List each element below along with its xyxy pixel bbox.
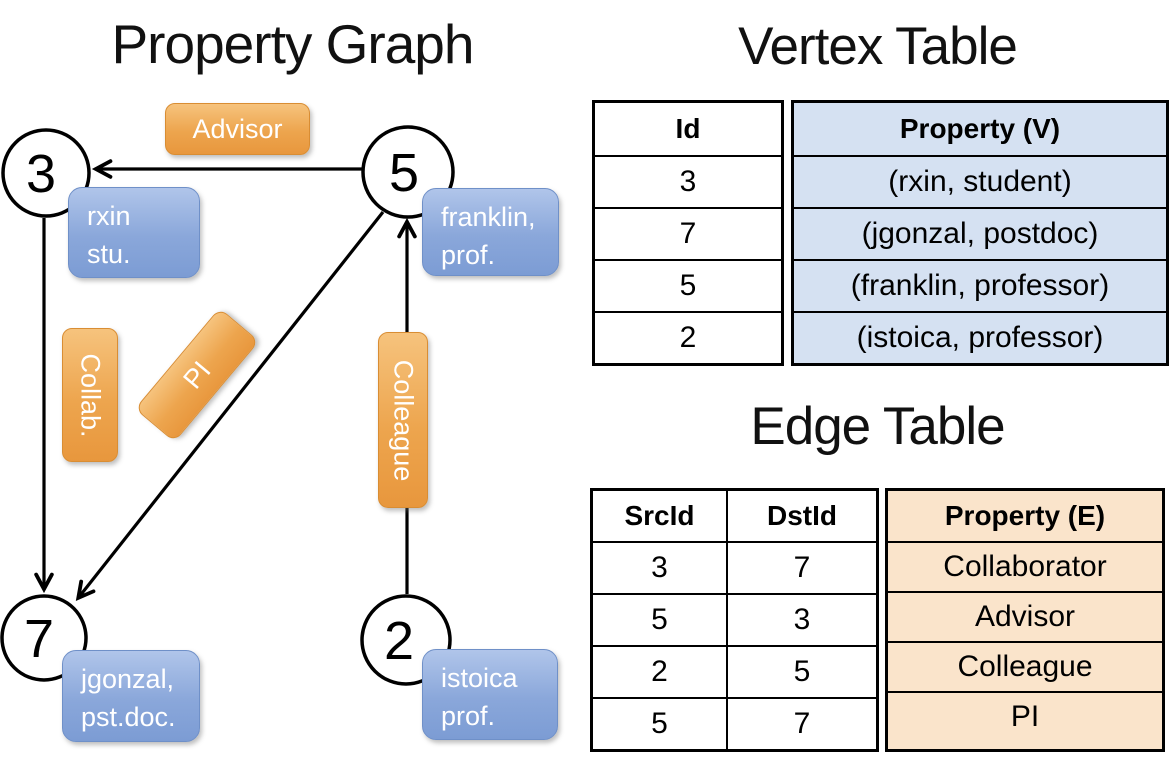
edge-table: SrcId DstId 3 7 5 3 2 5 5 7 Property (E)… [590,488,1165,752]
vertex-table-id-cell: 7 [595,207,781,259]
vertex-prop-2-line1: istoica [441,663,518,693]
node-7-id: 7 [24,609,54,669]
vertex-prop-3-line2: stu. [87,239,131,269]
edge-table-dst-cell: 7 [726,543,876,593]
vertex-table-id-cell: 2 [595,311,781,363]
edge-label-colleague-text: Colleague [388,359,419,481]
edge-table-id-columns: SrcId DstId 3 7 5 3 2 5 5 7 [590,488,879,752]
vertex-prop-7-line2: pst.doc. [81,702,176,732]
edge-table-src-cell: 3 [651,551,668,584]
edge-table-title: Edge Table [750,397,1005,456]
edge-table-src-cell: 5 [651,707,668,740]
edge-table-src-cell: 2 [651,655,668,688]
vertex-prop-5-line1: franklin, [441,202,536,232]
edge-table-header-srcid: SrcId [624,500,695,531]
vertex-table-id-column: Id 3 7 5 2 [592,100,784,366]
edge-table-row: 2 5 [593,645,876,697]
vertex-prop-3-line1: rxin [87,201,131,231]
vertex-prop-7-line1: jgonzal, [81,664,175,694]
edge-table-header-row: SrcId DstId [593,491,876,541]
node-2-id: 2 [384,611,414,671]
edge-label-colleague: Colleague [378,332,428,508]
vertex-prop-2-line2: prof. [441,701,496,731]
edge-table-property-cell: Colleague [888,641,1162,691]
vertex-prop-box-2: istoica prof. [422,649,558,740]
edge-table-row: 5 7 [593,697,876,749]
node-3-id: 3 [26,144,56,204]
edge-label-collab-text: Collab. [75,352,106,438]
edge-label-advisor: Advisor [165,103,310,155]
vertex-table-property-cell: (jgonzal, postdoc) [794,207,1166,259]
vertex-table-property-cell: (istoica, professor) [794,311,1166,363]
edge-table-row: 3 7 [593,541,876,593]
vertex-prop-box-7: jgonzal, pst.doc. [62,650,200,742]
edge-table-dst-cell: 3 [726,595,876,645]
vertex-table-header-id: Id [675,113,701,144]
edge-table-property-cell: PI [888,691,1162,741]
vertex-table: Id 3 7 5 2 Property (V) (rxin, student) … [592,100,1169,366]
edge-table-row: 5 3 [593,593,876,645]
vertex-table-property-cell: (franklin, professor) [794,259,1166,311]
vertex-table-title: Vertex Table [738,17,1018,76]
vertex-prop-box-5: franklin, prof. [422,188,559,276]
edge-table-dst-cell: 5 [726,647,876,697]
edge-table-header-dstid: DstId [726,491,876,541]
edge-label-collab: Collab. [62,328,118,462]
edge-table-property-column: Property (E) Collaborator Advisor Collea… [885,488,1165,752]
vertex-table-header-property: Property (V) [899,113,1061,144]
edge-pi-5-to-7 [75,211,385,602]
edge-table-src-cell: 5 [651,603,668,636]
edge-label-pi-text: PI [176,355,217,395]
property-graph-title: Property Graph [111,13,474,75]
node-5-id: 5 [389,143,419,203]
edge-label-advisor-text: Advisor [192,113,283,144]
edge-table-dst-cell: 7 [726,699,876,749]
edge-table-header-property: Property (E) [944,500,1106,531]
vertex-prop-5-line2: prof. [441,240,496,270]
vertex-table-id-cell: 5 [595,259,781,311]
edge-table-property-cell: Collaborator [888,541,1162,591]
node-3-circle [1,128,91,218]
edge-table-property-cell: Advisor [888,591,1162,641]
vertex-table-property-cell: (rxin, student) [794,155,1166,207]
vertex-prop-box-3: rxin stu. [68,187,200,278]
vertex-table-id-cell: 3 [595,155,781,207]
vertex-table-property-column: Property (V) (rxin, student) (jgonzal, p… [791,100,1169,366]
